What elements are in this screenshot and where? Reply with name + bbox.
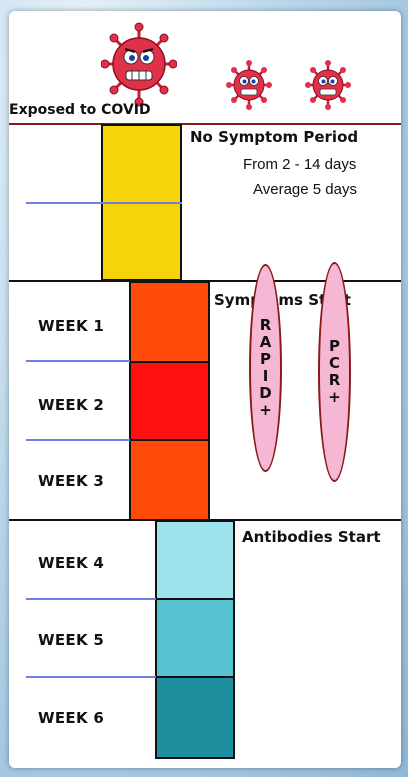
week-label: WEEK 1 <box>38 317 104 335</box>
week-label: WEEK 5 <box>38 631 104 649</box>
week-label: WEEK 6 <box>38 709 104 727</box>
divider-blue <box>26 439 130 441</box>
exposed-label: Exposed to COVID <box>9 102 151 118</box>
virus-icon-small <box>305 60 351 110</box>
week4-bar <box>155 520 235 600</box>
week-label: WEEK 3 <box>38 472 104 490</box>
week2-bar <box>129 361 210 441</box>
rapid-test-label: RAPID+ <box>258 317 274 419</box>
divider-blue <box>26 676 156 678</box>
rapid-test-pill: RAPID+ <box>249 264 282 472</box>
week6-bar <box>155 676 235 759</box>
week1-bar <box>129 281 210 363</box>
pcr-test-label: PCR+ <box>327 338 343 406</box>
week5-bar <box>155 598 235 678</box>
virus-icon-large <box>101 21 177 107</box>
timeline-panel: Exposed to COVID No Symptom Period From … <box>9 11 401 768</box>
antibodies-title: Antibodies Start <box>242 528 381 546</box>
incubation-average: Average 5 days <box>253 181 357 198</box>
exposure-line <box>9 123 401 125</box>
divider-blue <box>26 360 130 362</box>
divider-blue <box>26 598 156 600</box>
week-label: WEEK 2 <box>38 396 104 414</box>
pcr-test-pill: PCR+ <box>318 262 351 482</box>
week3-bar <box>129 439 210 521</box>
no-symptom-title: No Symptom Period <box>190 128 358 146</box>
week-label: WEEK 4 <box>38 554 104 572</box>
divider-blue <box>26 202 182 204</box>
virus-icon-small <box>226 60 272 110</box>
incubation-range: From 2 - 14 days <box>243 156 356 173</box>
